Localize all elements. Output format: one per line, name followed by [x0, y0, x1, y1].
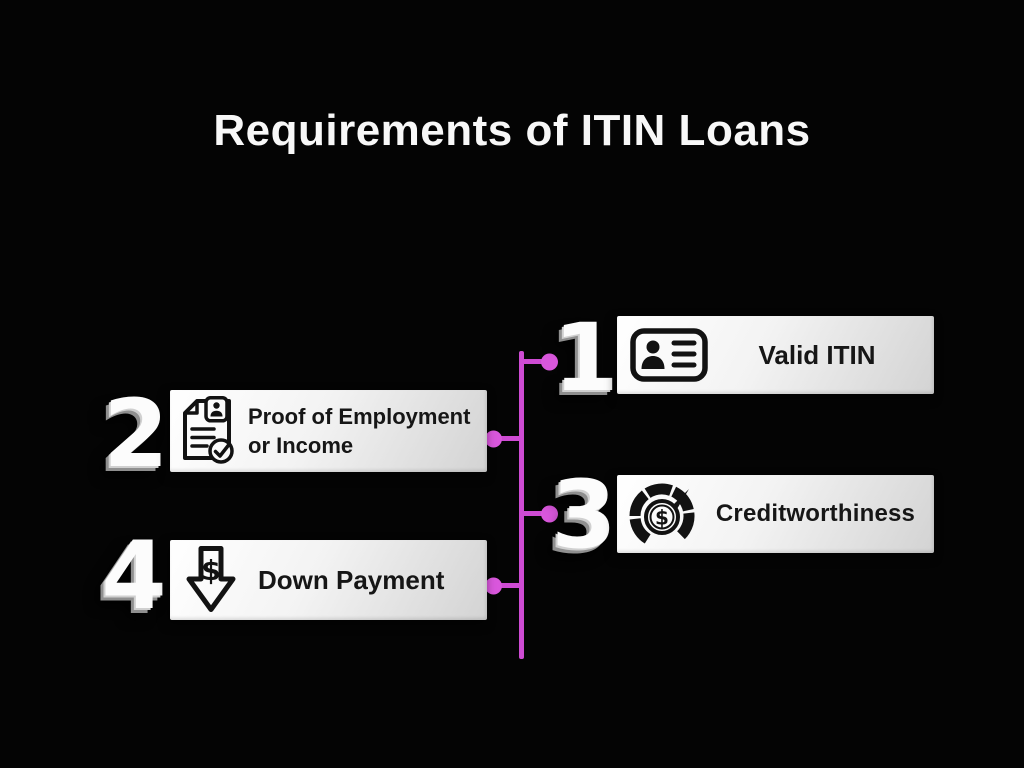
step-number-3: 3 — [551, 461, 617, 570]
card-label-down-payment: Down Payment — [258, 564, 445, 595]
step-number-2: 2 — [103, 380, 169, 489]
card-label-valid-itin: Valid ITIN — [758, 339, 876, 370]
step-number-4: 4 — [101, 522, 167, 631]
id-card-icon — [630, 328, 708, 382]
timeline-line — [519, 351, 524, 659]
card-down-payment: $ Down Payment — [170, 540, 487, 620]
page-title: Requirements of ITIN Loans — [213, 106, 811, 155]
timeline-node-icon — [541, 505, 558, 522]
dollar-glyph: $ — [655, 506, 669, 530]
timeline-node-icon — [485, 577, 502, 594]
dollar-glyph: $ — [201, 554, 220, 587]
timeline-branch-3 — [521, 505, 558, 522]
timeline-branch-4 — [485, 577, 521, 594]
timeline-branch-2 — [485, 430, 521, 447]
timeline-node-icon — [485, 430, 502, 447]
credit-gauge-icon: $ — [623, 480, 701, 548]
document-check-icon — [178, 396, 236, 466]
card-label-creditworthiness: Creditworthiness — [715, 500, 916, 527]
card-label-proof-of-employment: Proof of Employment or Income — [248, 403, 471, 458]
timeline-branch-1 — [521, 353, 558, 370]
step-number-1: 1 — [553, 304, 619, 413]
timeline-node-icon — [541, 353, 558, 370]
card-proof-of-employment: Proof of Employment or Income — [170, 390, 487, 472]
card-valid-itin: Valid ITIN — [617, 316, 934, 394]
dollar-down-arrow-icon: $ — [184, 545, 238, 615]
card-creditworthiness: $ Creditworthiness — [617, 475, 934, 553]
